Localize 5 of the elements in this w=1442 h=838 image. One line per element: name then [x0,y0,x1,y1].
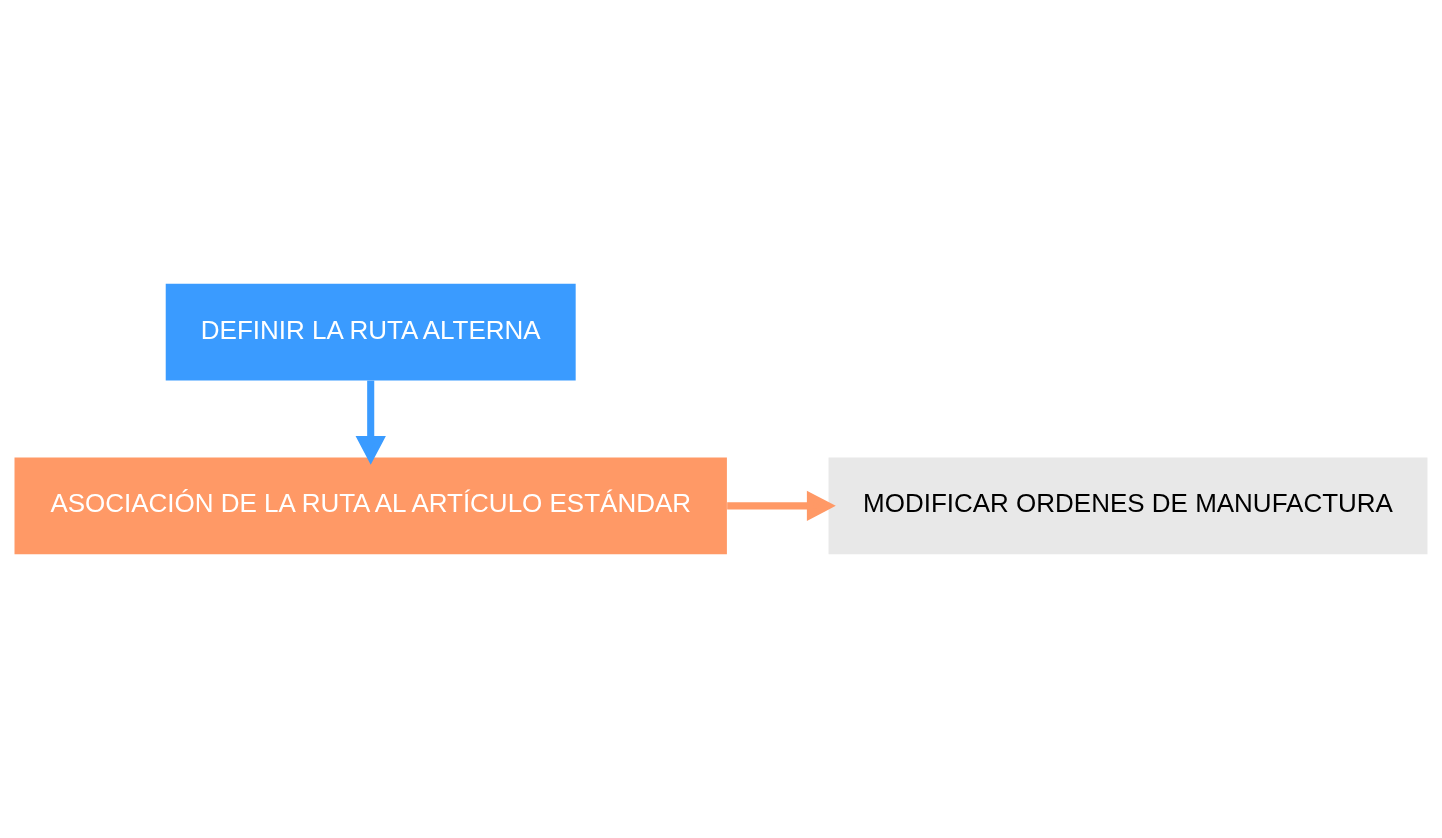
arrow [727,490,836,521]
node-box: MODIFICAR ORDENES DE MANUFACTURA [828,457,1428,555]
node-box: DEFINIR LA RUTA ALTERNA [165,283,576,381]
arrow [355,380,386,465]
node-box: ASOCIACIÓN DE LA RUTA AL ARTÍCULO ESTÁNDAR [14,457,727,555]
